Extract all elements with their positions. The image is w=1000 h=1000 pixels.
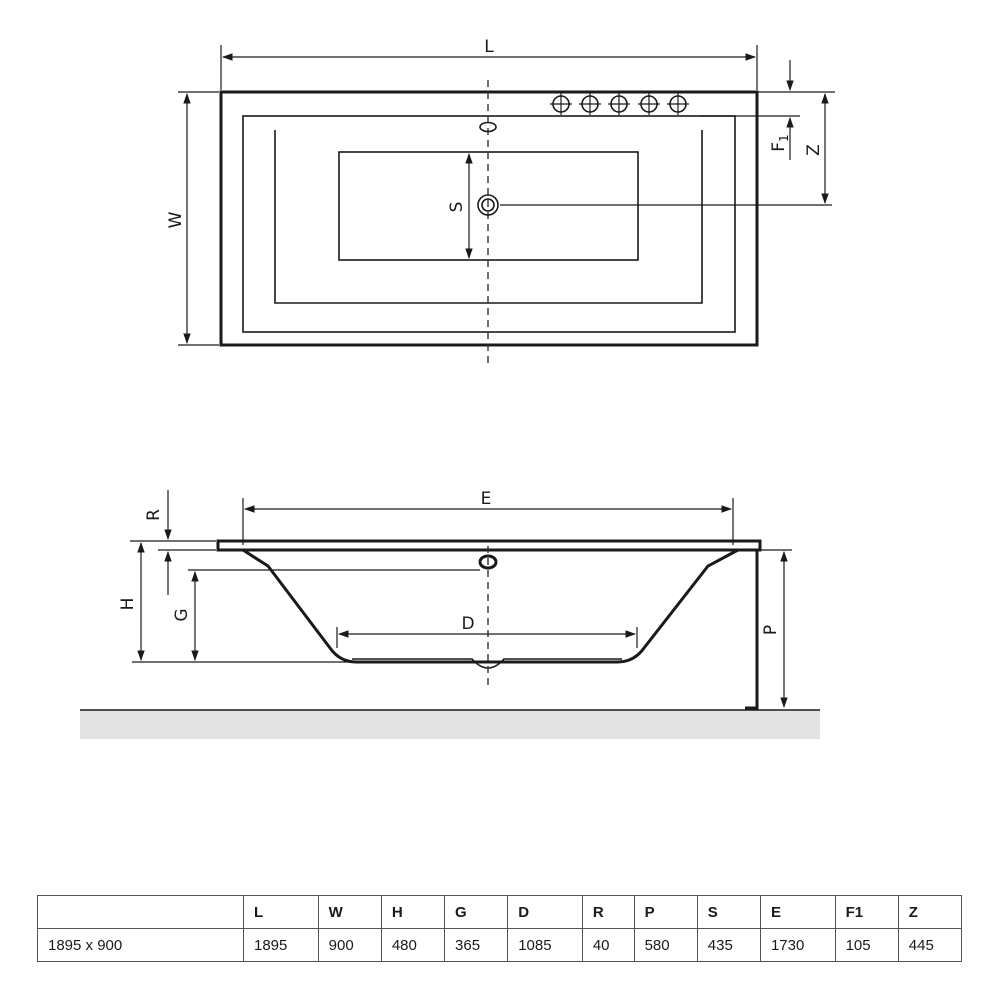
- table-header-cell: [37, 895, 244, 929]
- table-cell: 105: [834, 928, 899, 962]
- tap-hole: [608, 93, 630, 115]
- table-header-cell: S: [696, 895, 761, 929]
- dimension-E: E: [242, 489, 734, 545]
- table-row: 1895 x 900 1895 900 480 365 1085 40 580 …: [37, 928, 963, 962]
- dimensions-table: L W H G D R P S E F1 Z 1895 x 900 1895 9…: [37, 895, 963, 962]
- top-view: L W S F1 Z: [166, 37, 835, 368]
- tap-hole: [667, 93, 689, 115]
- tap-hole: [550, 93, 572, 115]
- drain-outlet: [477, 194, 499, 216]
- table-header-cell: F1: [834, 895, 899, 929]
- table-cell: 1730: [759, 928, 836, 962]
- dimension-R: R: [130, 490, 216, 595]
- table-cell: 900: [317, 928, 382, 962]
- dimension-L: L: [220, 37, 758, 90]
- label-L: L: [484, 37, 494, 57]
- table-header-cell: W: [317, 895, 382, 929]
- tap-hole: [579, 93, 601, 115]
- dimension-S: S: [447, 152, 473, 260]
- overflow-outlet: [479, 121, 497, 133]
- dimension-W: W: [166, 91, 219, 346]
- table-cell: 445: [897, 928, 963, 962]
- tub-rim-profile: [216, 539, 762, 552]
- label-D: D: [461, 614, 474, 634]
- dimension-P: P: [760, 549, 792, 709]
- bathtub-technical-drawing: L W S F1 Z: [80, 37, 835, 739]
- table-header-cell: P: [633, 895, 698, 929]
- label-Z: Z: [804, 144, 824, 156]
- label-E: E: [481, 489, 492, 509]
- label-H: H: [118, 598, 138, 611]
- dimension-Z: Z: [500, 92, 832, 206]
- dimension-H: H: [118, 541, 352, 663]
- support-leg: [745, 550, 759, 710]
- table-cell: 1085: [507, 928, 583, 962]
- label-S: S: [447, 202, 467, 213]
- table-cell: 580: [633, 928, 698, 962]
- table-header-cell: E: [759, 895, 836, 929]
- overflow-outlet-side: [478, 554, 498, 570]
- table-header-row: L W H G D R P S E F1 Z: [37, 895, 963, 929]
- dimension-D: D: [336, 614, 638, 648]
- label-G: G: [172, 608, 192, 621]
- table-header-cell: D: [507, 895, 583, 929]
- label-R: R: [144, 509, 164, 521]
- table-cell: 365: [444, 928, 509, 962]
- table-cell: 435: [696, 928, 761, 962]
- tub-body-profile: [242, 548, 739, 664]
- table-header-cell: Z: [897, 895, 963, 929]
- floor: [80, 710, 820, 739]
- table-header-cell: R: [581, 895, 635, 929]
- label-W: W: [166, 211, 186, 228]
- dimension-F1: F1: [700, 60, 835, 160]
- table-header-cell: H: [380, 895, 446, 929]
- table-cell: 1895: [243, 928, 319, 962]
- table-cell: 480: [380, 928, 446, 962]
- table-cell: 1895 x 900: [37, 928, 244, 962]
- dimension-G: G: [172, 569, 480, 662]
- tap-hole: [638, 93, 660, 115]
- table-cell: 40: [581, 928, 635, 962]
- label-P: P: [761, 625, 781, 635]
- side-view: E R H G D: [80, 489, 820, 739]
- table-header-cell: G: [444, 895, 509, 929]
- label-F1: F1: [769, 134, 791, 151]
- tub-inner-edge: [242, 115, 736, 333]
- table-header-cell: L: [243, 895, 319, 929]
- tub-outer-rim: [219, 90, 759, 347]
- tap-holes: [550, 93, 689, 115]
